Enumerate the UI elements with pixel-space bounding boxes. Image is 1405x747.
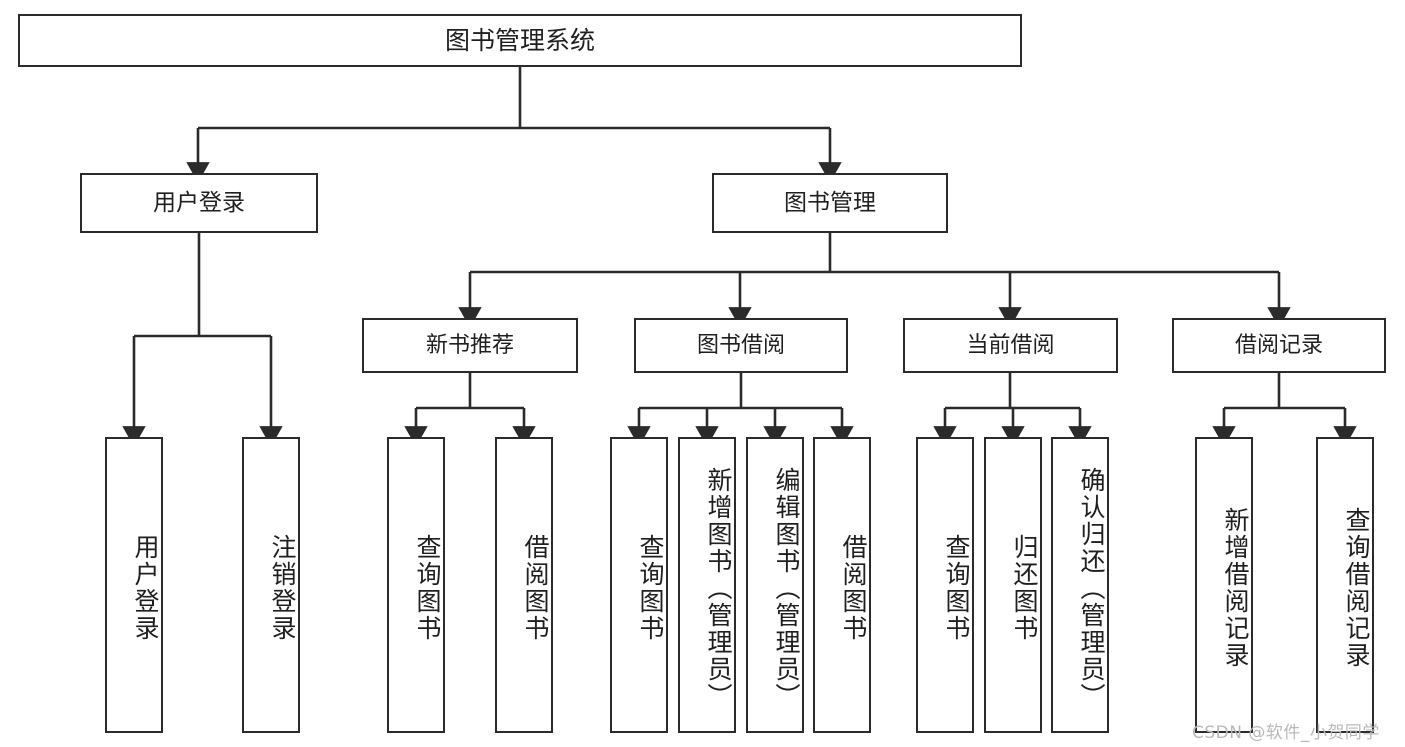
- leaf-new-book-query-book[interactable]: 查询图书: [387, 437, 445, 733]
- leaf-borrow-record-add-record[interactable]: 新增借阅记录: [1195, 437, 1253, 733]
- leaf-label: 归还图书: [1010, 534, 1039, 642]
- leaf-book-borrow-borrow-book[interactable]: 借阅图书: [813, 437, 871, 733]
- leaf-label: 编辑图书（管理员）: [772, 466, 801, 710]
- leaf-user-login-login[interactable]: 用户登录: [105, 437, 163, 733]
- leaf-label: 注销登录: [268, 534, 297, 642]
- node-root-book-management-system[interactable]: 图书管理系统: [18, 14, 1022, 67]
- node-current-borrow[interactable]: 当前借阅: [903, 318, 1118, 373]
- node-user-login[interactable]: 用户登录: [80, 173, 318, 233]
- leaf-borrow-record-query-record[interactable]: 查询借阅记录: [1316, 437, 1374, 733]
- leaf-book-borrow-edit-book-admin[interactable]: 编辑图书（管理员）: [746, 437, 804, 733]
- leaf-label: 确认归还（管理员）: [1077, 466, 1106, 710]
- leaf-new-book-borrow-book[interactable]: 借阅图书: [495, 437, 553, 733]
- csdn-watermark: CSDN @软件_小贺同学: [1192, 723, 1380, 743]
- leaf-current-borrow-query-book[interactable]: 查询图书: [916, 437, 974, 733]
- leaf-label: 查询图书: [636, 534, 665, 642]
- leaf-current-borrow-confirm-return-admin[interactable]: 确认归还（管理员）: [1051, 437, 1109, 733]
- leaf-label: 新增图书（管理员）: [704, 466, 733, 710]
- leaf-user-login-logout[interactable]: 注销登录: [242, 437, 300, 733]
- leaf-book-borrow-query-book[interactable]: 查询图书: [610, 437, 668, 733]
- leaf-label: 借阅图书: [839, 534, 868, 642]
- node-book-management[interactable]: 图书管理: [712, 173, 948, 233]
- leaf-current-borrow-return-book[interactable]: 归还图书: [984, 437, 1042, 733]
- leaf-book-borrow-add-book-admin[interactable]: 新增图书（管理员）: [678, 437, 736, 733]
- leaf-label: 借阅图书: [521, 534, 550, 642]
- leaf-label: 查询借阅记录: [1342, 507, 1371, 669]
- node-new-book-recommend[interactable]: 新书推荐: [362, 318, 578, 373]
- leaf-label: 新增借阅记录: [1221, 507, 1250, 669]
- node-borrow-record[interactable]: 借阅记录: [1172, 318, 1386, 373]
- leaf-label: 查询图书: [942, 534, 971, 642]
- node-book-borrow[interactable]: 图书借阅: [634, 318, 848, 373]
- leaf-label: 查询图书: [413, 534, 442, 642]
- leaf-label: 用户登录: [131, 534, 160, 642]
